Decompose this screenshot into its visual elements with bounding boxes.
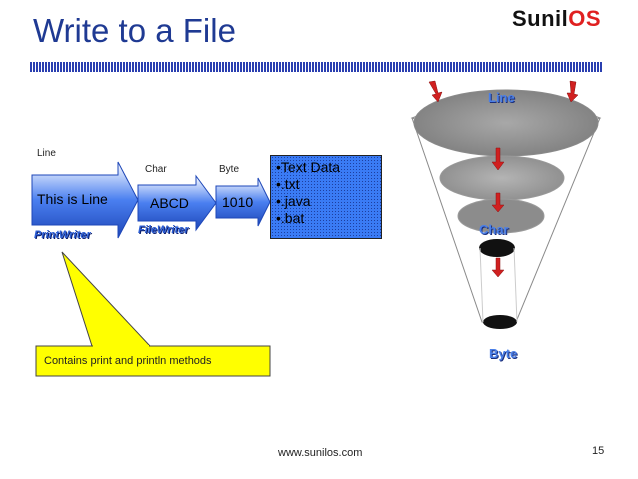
file-type-item: •.java — [276, 193, 311, 209]
file-type-item: •Text Data — [276, 159, 341, 175]
file-type-item: •.bat — [276, 210, 305, 226]
file-types-list: •Text Data •.txt •.java •.bat — [271, 156, 381, 227]
line-label: Line — [37, 148, 56, 159]
funnel-graphic — [410, 89, 602, 329]
printwriter-label: PrintWriter — [34, 229, 91, 241]
filewriter-label: FileWriter — [138, 224, 189, 236]
footer-url: www.sunilos.com — [278, 447, 363, 459]
callout-box — [35, 345, 271, 377]
funnel-arrows — [428, 80, 579, 278]
char-arrow-text: ABCD — [150, 195, 189, 211]
file-type-item: •.txt — [276, 176, 300, 192]
line-arrow-shape — [31, 161, 139, 239]
char-label: Char — [145, 164, 167, 175]
char-arrow-shape — [137, 174, 217, 232]
funnel-line-label: Line — [488, 90, 515, 105]
callout-text: Contains print and println methods — [44, 355, 212, 367]
slide-title: Write to a File — [33, 12, 236, 49]
byte-arrow-text: 1010 — [222, 194, 254, 210]
sunilos-logo: SunilOS — [512, 6, 601, 32]
file-types-box: •Text Data •.txt •.java •.bat — [270, 155, 382, 239]
callout-pointer — [61, 251, 152, 347]
byte-arrow-shape — [215, 177, 271, 227]
line-arrow-text: This is Line — [37, 191, 108, 207]
funnel-byte-label: Byte — [489, 346, 518, 361]
byte-label: Byte — [219, 164, 240, 175]
logo-part-os: OS — [568, 6, 602, 31]
logo-part-sunil: Sunil — [512, 6, 569, 31]
funnel-char-label: Char — [479, 222, 509, 237]
page-number: 15 — [592, 445, 605, 457]
title-divider-bar — [30, 62, 602, 72]
